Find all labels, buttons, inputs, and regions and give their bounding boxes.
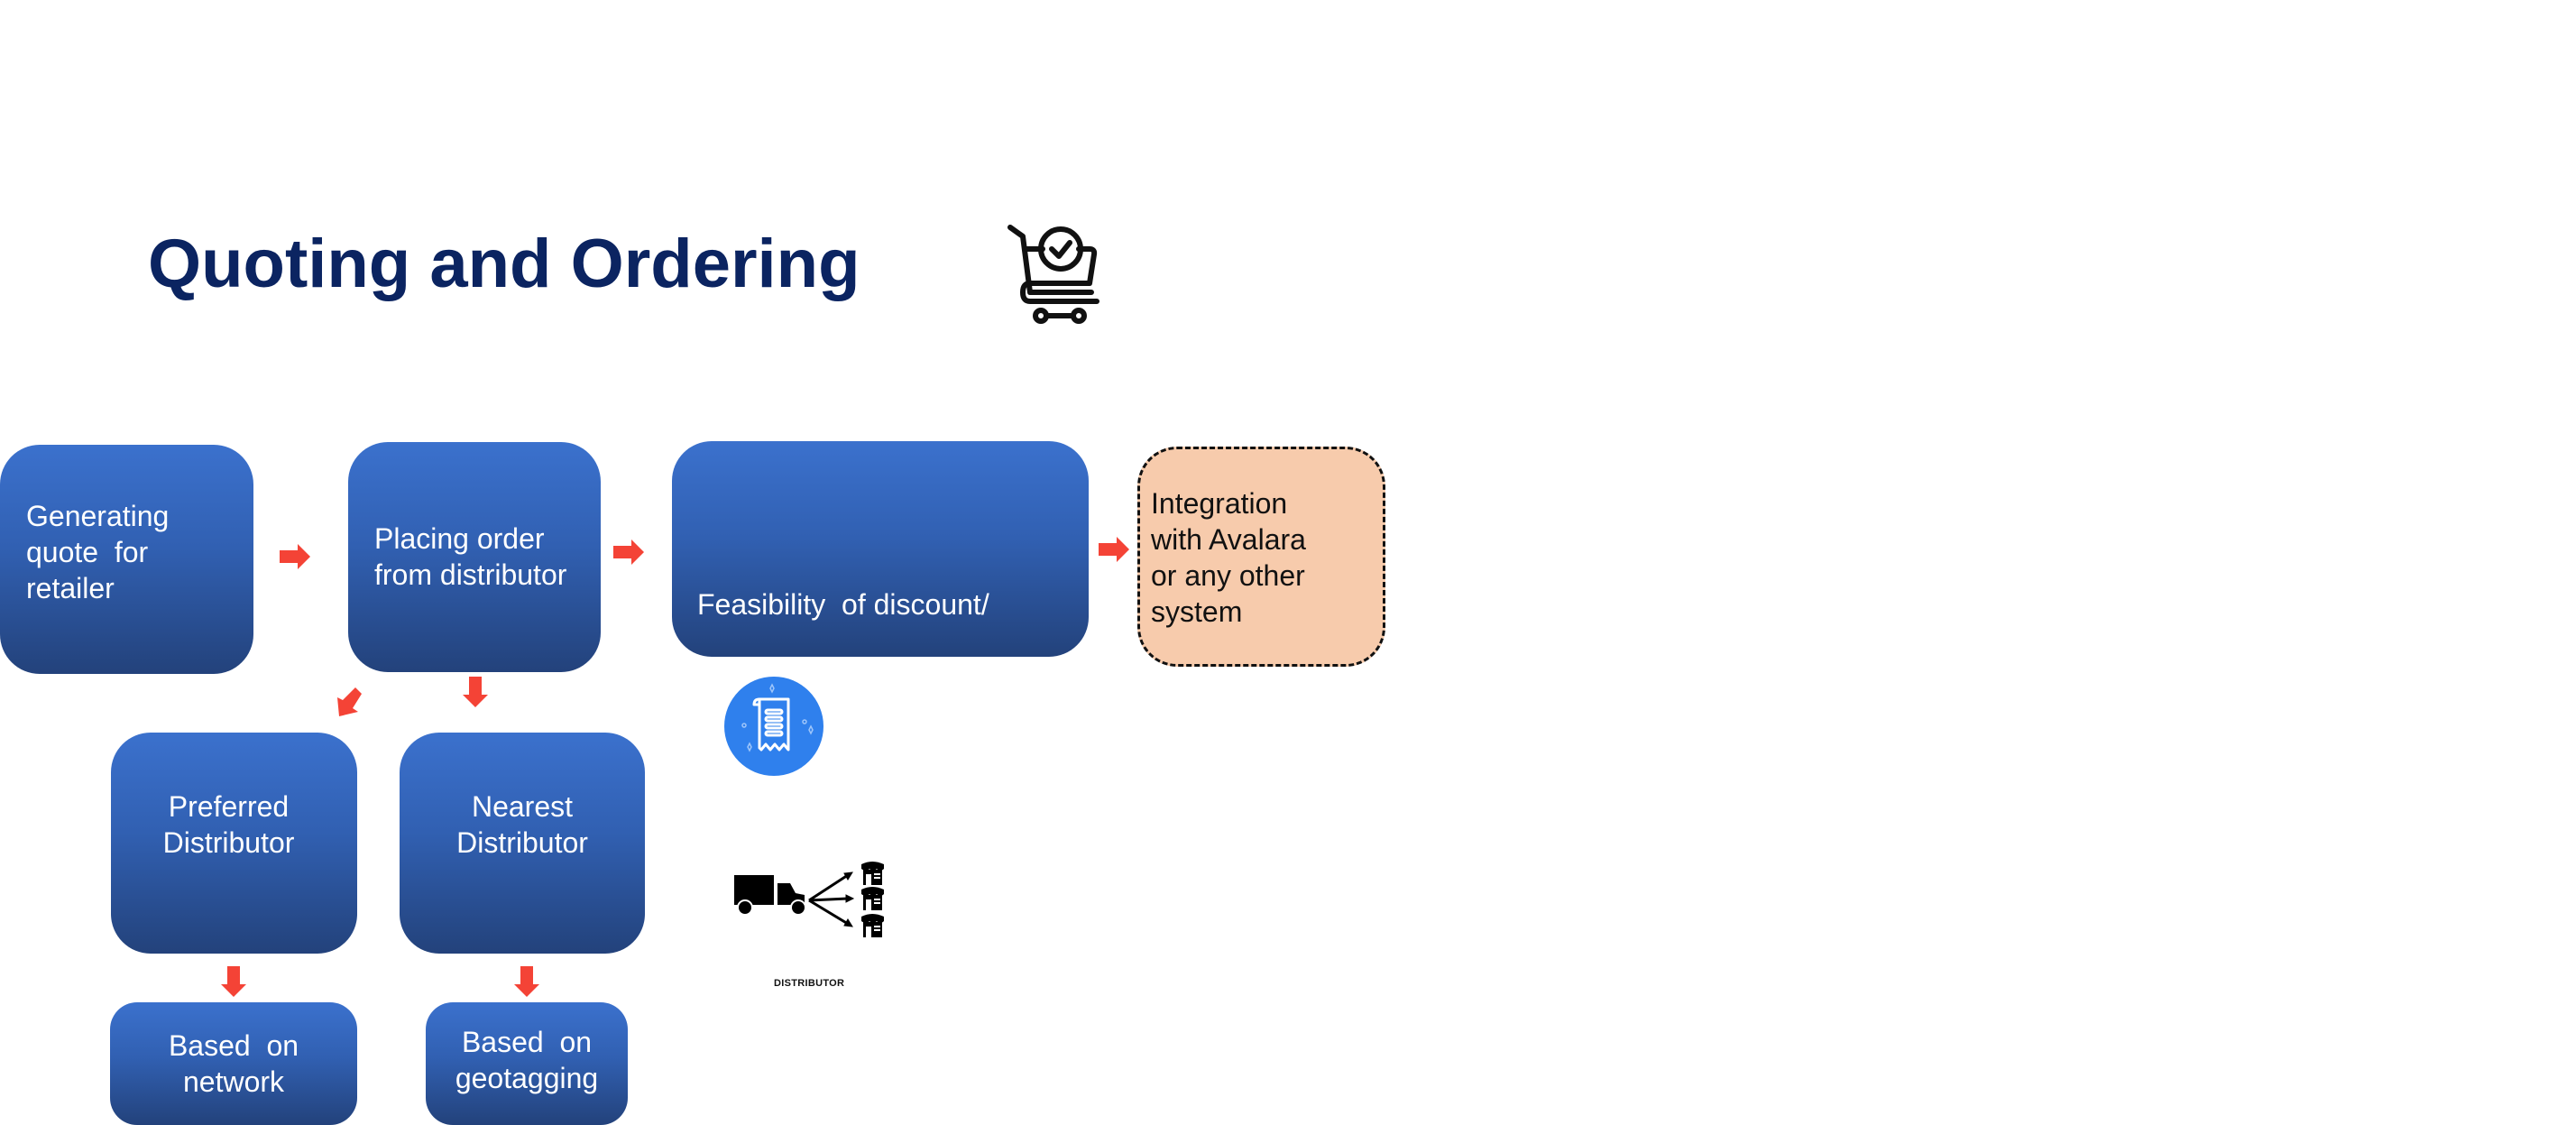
step-placing-order: Placing order from distributor: [348, 442, 601, 672]
box-line: Distributor: [162, 826, 295, 859]
basis-geotagging: Based on geotagging: [426, 1002, 628, 1125]
arrow-right-icon: [1099, 537, 1129, 562]
box-line: network: [182, 1065, 285, 1098]
shopping-cart-check-icon: [1007, 225, 1099, 324]
box-line: Nearest: [471, 790, 574, 823]
step-generating-quote: Generating quote for retailer: [0, 445, 253, 674]
step-line: quote for: [26, 536, 149, 568]
box-line: geotagging: [455, 1062, 599, 1094]
arrow-down-left-icon: [337, 687, 362, 716]
arrow-down-icon: [463, 677, 488, 707]
preferred-distributor: Preferred Distributor: [111, 733, 357, 954]
step-line: Placing order: [374, 522, 545, 555]
step-line: with Avalara: [1151, 523, 1306, 556]
box-line: Based on: [461, 1026, 593, 1058]
step-line: retailer: [26, 572, 115, 604]
arrow-down-icon: [514, 966, 539, 997]
page-title: Quoting and Ordering: [148, 226, 860, 302]
step-line: system: [1151, 595, 1243, 628]
nearest-distributor: Nearest Distributor: [400, 733, 645, 954]
step-line: from distributor: [374, 558, 567, 591]
arrow-right-icon: [613, 539, 644, 565]
box-line: Distributor: [456, 826, 588, 859]
step-integration-avalara: Integration with Avalara or any other sy…: [1137, 447, 1385, 667]
arrow-down-icon: [221, 966, 246, 997]
box-line: Based on: [168, 1029, 299, 1062]
step-line: Feasibility of discount/: [697, 588, 989, 621]
receipt-icon: [724, 677, 823, 776]
arrow-right-icon: [280, 544, 310, 569]
step-feasibility: Feasibility of discount/ custom tax/ del…: [672, 441, 1089, 729]
box-line: Preferred: [168, 790, 290, 823]
step-line: Generating: [26, 500, 170, 532]
distributor-label: DISTRIBUTOR: [774, 978, 845, 989]
step-line: or any other: [1151, 559, 1305, 592]
distributor-truck-icon: [734, 862, 884, 937]
basis-network: Based on network: [110, 1002, 357, 1125]
step-line: Integration: [1151, 487, 1288, 520]
